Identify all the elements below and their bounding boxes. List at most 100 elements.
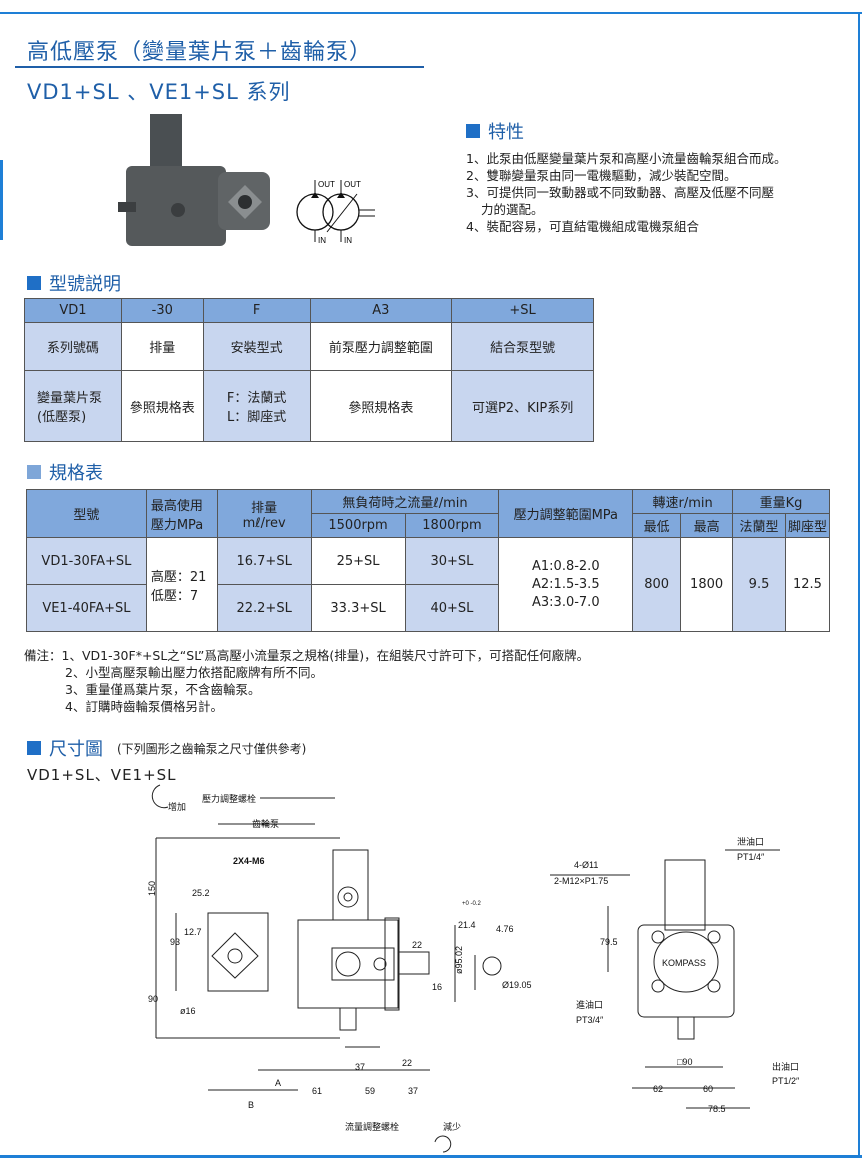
col-header-foot: 脚座型 [784,513,831,538]
cell-flow-1800: 30+SL [404,537,500,585]
feature-item: 4、裝配容易，可直結電機組成電機泵組合 [466,219,699,234]
model-code-table: VD1 -30 F A3 +SL 系列號碼 排量 安裝型式 前泵壓力調整範圍 結… [24,298,594,442]
col-header-weight: 重量Kg [732,489,830,514]
model-heading-text: 型號説明 [49,274,121,295]
bullet-square-icon [27,741,41,755]
dims-note: (下列圖形之齒輪泵之尺寸僅供參考) [117,741,307,756]
table-row: VE1-40FA+SL 22.2+SL 33.3+SL 40+SL [26,584,830,632]
symbol-out-label: OUT [318,180,335,189]
col-header-min: 最低 [632,513,682,538]
model-code: VD1 [24,298,122,323]
cell-weight-foot: 12.5 [784,537,831,632]
symbol-in-label: IN [344,236,352,245]
col-header-displacement: 排量 mℓ/rev [216,489,312,538]
dim-label: 16 [432,982,442,992]
dim-label: 93 [170,937,180,947]
model-field-desc: 參照規格表 [309,370,453,442]
spec-table: 型號 最高使用 壓力MPa 排量 mℓ/rev 無負荷時之流量ℓ/min 壓力調… [26,489,831,632]
col-header-1800rpm: 1800rpm [404,513,500,538]
model-code: +SL [451,298,594,323]
model-field-name: 結合泵型號 [451,322,594,371]
model-field-name: 前泵壓力調整範圍 [309,322,453,371]
cell-flow-1500: 25+SL [310,537,406,585]
cell-speed-max: 1800 [680,537,734,632]
table-row: VD1-30FA+SL 高壓：21 低壓：7 16.7+SL 25+SL 30+… [26,537,831,632]
dim-label: 22 [402,1058,412,1068]
inlet-port-size: PT3/4″ [576,1015,604,1025]
model-code: A3 [309,298,453,323]
page-title: 高低壓泵（變量葉片泵＋齒輪泵） [27,40,373,65]
gear-pump-label: 齒輪泵 [252,818,279,829]
cell-flow-1800: 40+SL [404,584,500,632]
dim-label: 59 [365,1086,375,1096]
outlet-port-label: 出油口 [772,1061,799,1072]
frame-border-bottom [0,1155,862,1158]
cell-weight-flange: 9.5 [732,537,786,632]
dims-heading: 尺寸圖 (下列圖形之齒輪泵之尺寸僅供參考) [27,735,306,761]
title-divider [15,66,424,68]
flow-bolt-label: 流量調整螺栓 [345,1121,399,1132]
dim-label: 4.76 [496,924,514,934]
note-item: 4、訂購時齒輪泵價格另計。 [65,699,223,714]
side-view-drawing: 增加 壓力調整螺栓 齒輪泵 2X4-M6 25.2 150 93 12.7 90… [147,784,532,1153]
model-field-name: 系列號碼 [24,322,122,371]
feature-item: 3、可提供同一致動器或不同致動器、高壓及低壓不同壓 [466,185,774,200]
cell-adjust-range: A1:0.8-2.0 A2:1.5-3.5 A3:3.0-7.0 [498,537,634,632]
col-header-pressure: 最高使用 壓力MPa [145,489,218,538]
dim-label: B [248,1100,254,1110]
col-header-speed: 轉速r/min [632,489,734,514]
drain-port-label: 泄油口 [737,836,764,847]
front-view-drawing: 4-Ø11 2-M12×P1.75 泄油口 PT1/4″ 79.5 KOMPAS… [550,836,800,1114]
spec-heading: 規格表 [27,459,103,485]
col-header-model: 型號 [26,489,147,538]
dim-label: □90 [677,1057,692,1067]
model-field-name: 排量 [120,322,204,371]
series-subtitle: VD1+SL 、VE1+SL 系列 [27,80,291,104]
notes: 備注：1、VD1-30F*+SL之“SL”爲高壓小流量泵之規格(排量)，在組裝尺… [24,647,589,715]
bolts-label: 2X4-M6 [233,856,265,866]
holes-label: 4-Ø11 [574,860,598,870]
note-item: 備注：1、VD1-30F*+SL之“SL”爲高壓小流量泵之規格(排量)，在組裝尺… [24,648,590,663]
feature-item: 力的選配。 [481,202,544,217]
note-item: 2、小型高壓泵輸出壓力依搭配廠牌有所不同。 [65,665,323,680]
model-code: -30 [120,298,204,323]
model-code: F [202,298,311,323]
feature-item: 1、此泵由低壓變量葉片泵和高壓小流量齒輪泵組合而成。 [466,151,787,166]
bullet-square-icon [27,276,41,290]
dim-label: 62 [653,1084,663,1094]
bullet-square-icon [466,124,480,138]
dim-label: 61 [312,1086,322,1096]
dim-label: 60 [703,1084,713,1094]
feature-item: 2、雙聯變量泵由同一電機驅動，減少裝配空間。 [466,168,737,183]
cell-speed-min: 800 [632,537,682,632]
dim-label: 150 [147,881,157,896]
dim-label: 37 [355,1062,365,1072]
frame-border-left [0,160,3,240]
model-field-desc: 參照規格表 [120,370,204,442]
symbol-out-label: OUT [344,180,361,189]
drain-port-size: PT1/4″ [737,852,765,862]
dim-label: 79.5 [600,937,618,947]
pump-photo [118,114,270,246]
model-field-desc: 變量葉片泵 (低壓泵) [24,370,122,442]
model-field-name: 安裝型式 [202,322,311,371]
hydraulic-symbol: OUT OUT IN IN [296,180,375,245]
cell-pressure: 高壓：21 低壓：7 [145,537,218,632]
pressure-bolt-label: 壓力調整螺栓 [202,793,256,804]
dim-label: ø95.02 [454,946,464,974]
dims-series: VD1+SL、VE1+SL [27,766,177,784]
cell-displacement: 22.2+SL [216,584,312,632]
cell-flow-1500: 33.3+SL [310,584,406,632]
dims-heading-text: 尺寸圖 [49,739,103,760]
outlet-port-size: PT1/2″ [772,1076,800,1086]
col-header-flange: 法蘭型 [732,513,786,538]
features-list: 1、此泵由低壓變量葉片泵和高壓小流量齒輪泵組合而成。 2、雙聯變量泵由同一電機驅… [466,150,786,235]
symbol-in-label: IN [318,236,326,245]
col-header-1500rpm: 1500rpm [310,513,406,538]
spec-heading-text: 規格表 [49,463,103,484]
increase-label: 增加 [168,801,186,812]
frame-border-top [0,12,862,14]
dim-label: +0 -0.2 [462,901,482,907]
frame-border-right [858,12,860,1157]
bullet-square-icon [27,465,41,479]
